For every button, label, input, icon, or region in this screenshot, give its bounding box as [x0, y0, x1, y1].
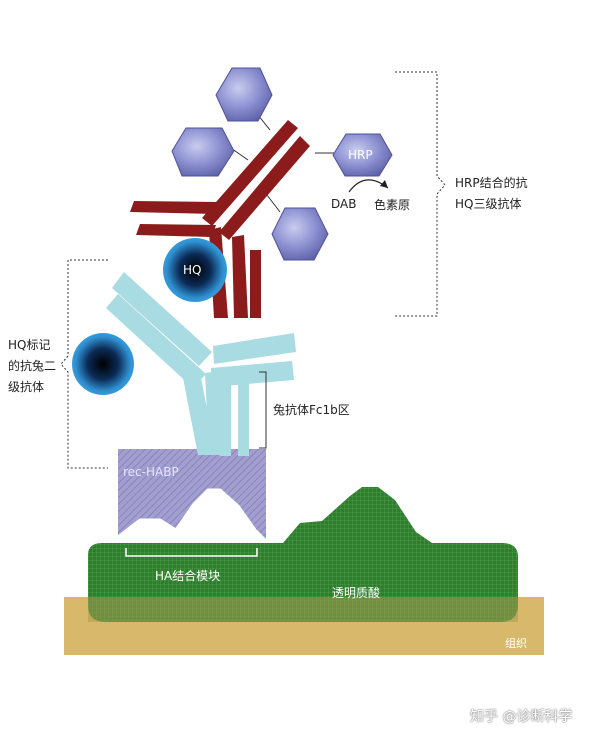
- chromogen-label: 色素原: [374, 198, 411, 212]
- ha-module-label: HA结合模块: [155, 569, 221, 583]
- rec-habp-label: rec-HABP: [123, 465, 179, 479]
- ha-binding-module-bumps: [117, 488, 268, 543]
- hrp-antibody-brace: [395, 71, 446, 317]
- hrp-enzyme-2: [171, 127, 235, 177]
- watermark: 知乎 @诊断科学: [470, 709, 573, 725]
- hrp-label: HRP: [348, 148, 373, 162]
- hq-antibody-label-line2: 的抗兔二: [8, 359, 57, 373]
- hrp-linker-4: [266, 194, 281, 213]
- hq-label-dot-primary: [163, 238, 227, 302]
- hq-label-dot-secondary: [72, 333, 134, 395]
- hrp-enzyme-4: [271, 207, 329, 261]
- hq-antibody-brace: [60, 259, 108, 469]
- hq-antibody-label-line3: 级抗体: [8, 380, 45, 394]
- hrp-enzyme-1: [215, 67, 273, 122]
- hrp-antibody-label-line1: HRP结合的抗: [455, 176, 528, 190]
- ha-module-bracket: [125, 548, 258, 557]
- hq-label: HQ: [183, 263, 202, 277]
- hyaluronic-acid: [88, 487, 518, 622]
- dab-label: DAB: [331, 197, 357, 211]
- hq-antibody-label-line1: HQ标记: [8, 338, 51, 352]
- rec-habp-block: [118, 449, 266, 541]
- tissue-label: 组织: [505, 637, 527, 650]
- hrp-enzyme-3: [332, 133, 393, 177]
- secondary-antibody: [106, 272, 296, 456]
- hrp-antibody-label-line2: HQ三级抗体: [455, 197, 522, 211]
- hyaluronic-acid-label: 透明质酸: [332, 586, 381, 600]
- fc-region-label: 兔抗体Fc1b区: [273, 403, 350, 417]
- fc-region-bracket: [259, 371, 267, 449]
- dab-arrow-head: [380, 180, 388, 188]
